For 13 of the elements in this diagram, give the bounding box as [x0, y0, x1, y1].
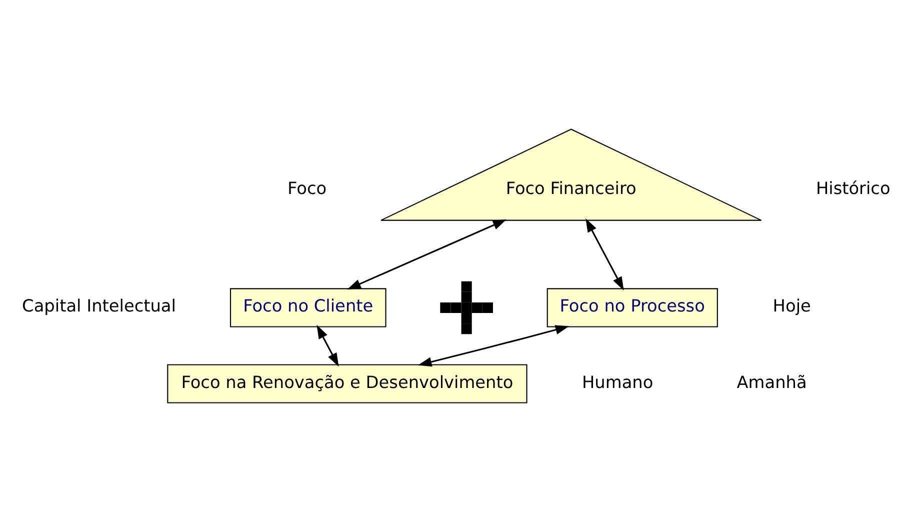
label: Capital Intelectual — [22, 295, 176, 316]
label: Amanhã — [736, 371, 807, 392]
node-box: Foco no Cliente — [230, 288, 386, 327]
arrow — [347, 218, 507, 290]
label: Hoje — [772, 295, 811, 316]
arrow — [586, 218, 624, 290]
arrow — [316, 324, 339, 366]
label: Foco — [288, 177, 327, 198]
node-box: Foco na Renovação e Desenvolvimento — [167, 364, 528, 403]
node-box: Foco no Processo — [546, 288, 718, 327]
label: Humano — [582, 371, 654, 392]
arrow — [418, 324, 570, 366]
label: Histórico — [816, 177, 890, 198]
